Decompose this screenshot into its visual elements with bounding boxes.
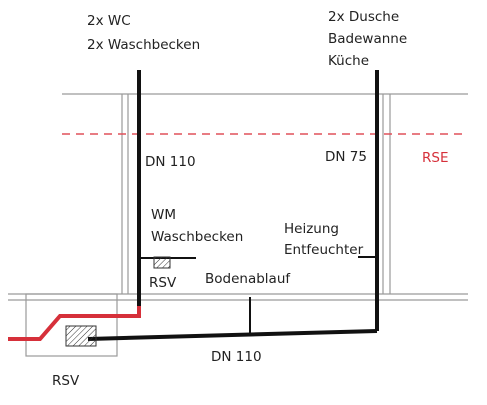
building-structure [8, 93, 468, 357]
rsv-valve-inner-icon [153, 256, 171, 269]
rsv-shaft-box [25, 293, 118, 357]
right-fixtures-label-1: 2x Dusche [328, 9, 399, 25]
pressure-line [8, 306, 141, 341]
heizung-label-2: Entfeuchter [284, 242, 364, 258]
rse-label: RSE [422, 150, 448, 166]
bodenablauf-label: Bodenablauf [205, 271, 291, 287]
left-fixtures-label-1: 2x WC [87, 13, 131, 29]
heizung-label-1: Heizung [284, 221, 339, 237]
right-pipe-size-label: DN 75 [325, 149, 367, 165]
wm-label-1: WM [151, 207, 176, 223]
right-fixtures-label-2: Badewanne [328, 31, 407, 47]
bottom-pipe-size-label: DN 110 [211, 349, 262, 365]
left-fixtures-label-2: 2x Waschbecken [87, 37, 200, 53]
wm-label-2: Waschbecken [151, 229, 243, 245]
right-fixtures-label-3: Küche [328, 53, 369, 69]
rsv-outer-label: RSV [52, 373, 80, 389]
rsv-valve-outer-icon [65, 325, 97, 347]
drain-pipes [87, 70, 379, 341]
rsv-inner-label: RSV [149, 275, 177, 291]
collector-pipe [87, 329, 378, 341]
left-pipe-size-label: DN 110 [145, 154, 196, 170]
